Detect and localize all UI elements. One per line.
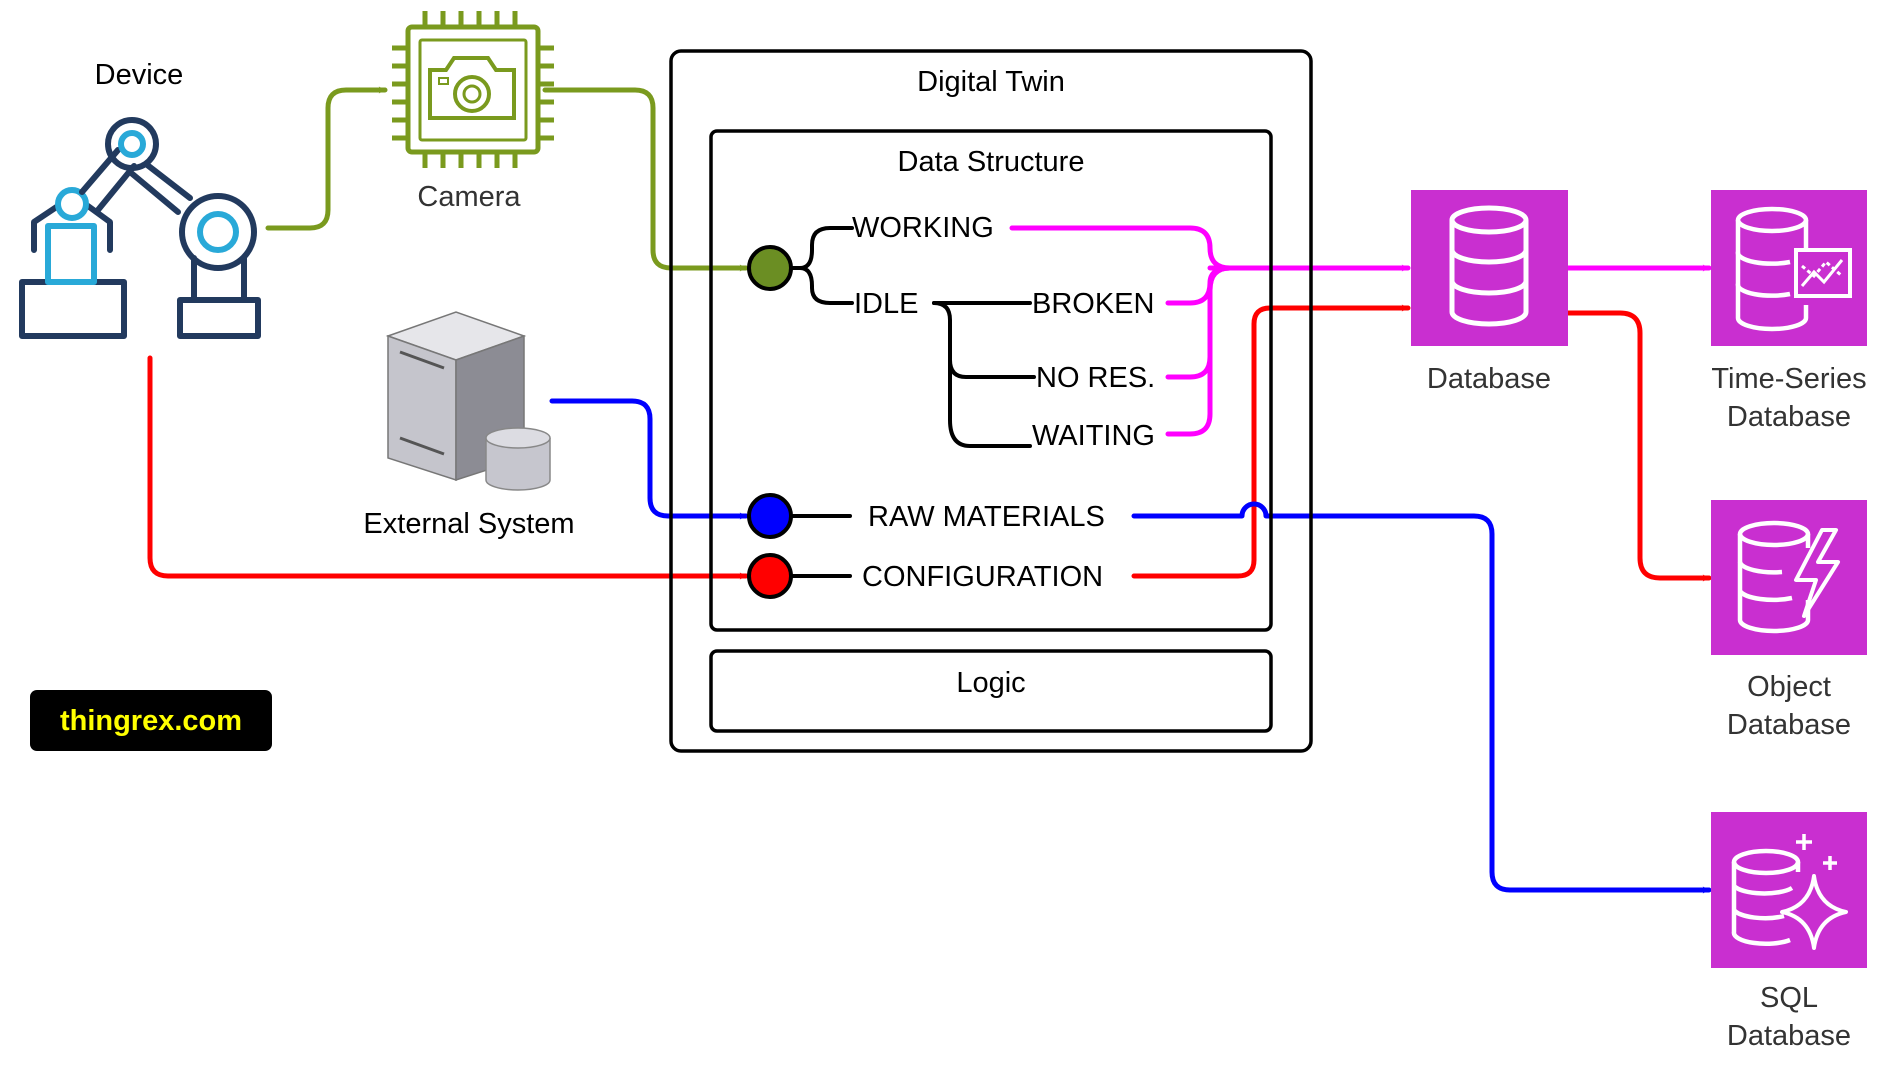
object-label-line2: Database (1727, 709, 1851, 741)
timeseries-label-line1: Time-Series (1711, 363, 1866, 395)
object-database-icon (1737, 520, 1840, 634)
raw-materials-label: RAW MATERIALS (868, 501, 1105, 533)
state-no-res: NO RES. (1036, 362, 1155, 394)
edge-camera-status (542, 87, 749, 272)
sql-label-line2: Database (1727, 1020, 1851, 1052)
external-system-label: External System (363, 508, 574, 540)
database-label: Database (1427, 363, 1551, 395)
object-label-line1: Object (1747, 671, 1831, 703)
edge-device-config (147, 355, 749, 580)
edge-raw-sql (1131, 501, 1712, 894)
database-node[interactable] (1411, 190, 1568, 346)
status-tree (790, 226, 1036, 578)
brand-label: thingrex.com (60, 705, 242, 737)
edge-device-camera (265, 86, 388, 231)
edge-external-raw (549, 398, 749, 520)
digital-twin-title: Digital Twin (917, 66, 1065, 98)
edge-working-db (1009, 225, 1233, 271)
state-waiting: WAITING (1032, 420, 1155, 452)
state-broken: BROKEN (1032, 288, 1154, 320)
server-icon (385, 311, 551, 491)
edge-db-object (1563, 310, 1712, 582)
state-working: WORKING (852, 212, 994, 244)
logic-box (709, 649, 1273, 733)
configuration-label: CONFIGURATION (862, 561, 1103, 593)
timeseries-database-node[interactable] (1711, 190, 1867, 346)
robot-arm-icon (19, 117, 261, 339)
edge-config-db (1131, 304, 1411, 579)
camera-label: Camera (417, 181, 521, 213)
logic-label: Logic (956, 667, 1025, 699)
data-structure-box (709, 129, 1273, 632)
device-label: Device (95, 59, 184, 91)
edge-broken-db (1165, 265, 1233, 306)
camera-chip-icon (392, 11, 554, 168)
timeseries-database-icon (1735, 206, 1852, 332)
database-icon (1449, 205, 1529, 327)
edge-waiting-db (1165, 265, 1233, 437)
status-node[interactable] (747, 245, 793, 291)
edge-nores-db (1165, 265, 1233, 380)
sql-label-line1: SQL (1760, 982, 1818, 1014)
raw-materials-node[interactable] (747, 493, 793, 539)
state-idle: IDLE (854, 288, 918, 320)
data-structure-title: Data Structure (898, 146, 1085, 178)
configuration-node[interactable] (747, 553, 793, 599)
digital-twin-container (669, 49, 1313, 753)
timeseries-label-line2: Database (1727, 401, 1851, 433)
brand-badge[interactable] (30, 690, 272, 751)
sql-database-icon (1731, 834, 1848, 950)
